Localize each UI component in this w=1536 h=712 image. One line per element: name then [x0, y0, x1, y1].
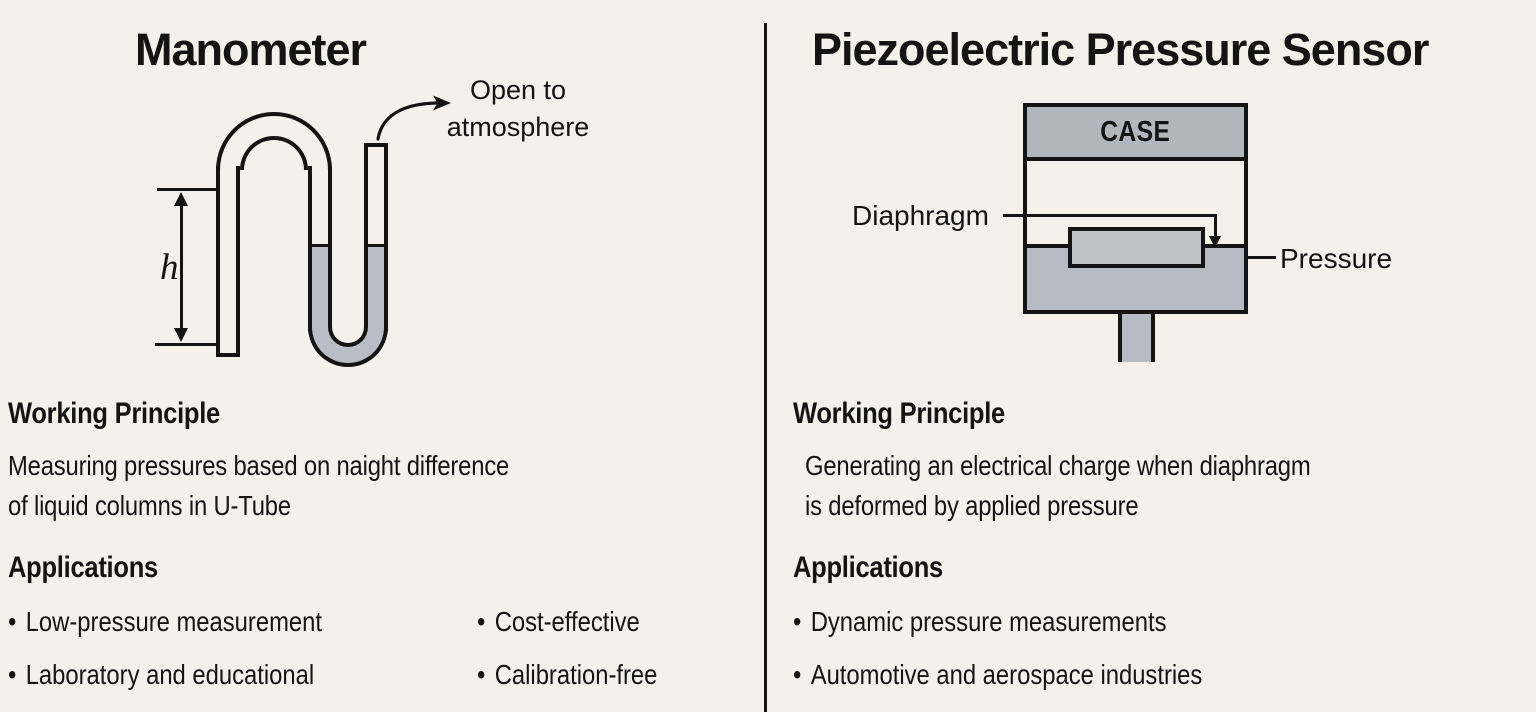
list-item: • Laboratory and educational: [8, 659, 314, 691]
manometer-right-tube-top-cap: [364, 143, 388, 147]
h-dimension-line: [180, 200, 183, 334]
manometer-application-4: Calibration-free: [494, 659, 658, 690]
pressure-leader-line: [1248, 256, 1276, 259]
diaphragm-leader-line-horizontal: [1003, 214, 1217, 217]
list-item: • Automotive and aerospace industries: [793, 659, 1202, 691]
open-to-atmosphere-arrow-icon: [376, 95, 451, 141]
open-to-atmosphere-label: Open to atmosphere: [430, 72, 606, 146]
case-label: CASE: [1100, 115, 1171, 148]
h-reference-line-top: [157, 188, 217, 191]
manometer-applications-heading: Applications: [8, 551, 158, 584]
piezo-case-band: CASE: [1023, 103, 1248, 161]
list-item: • Calibration-free: [477, 659, 657, 691]
manometer-principle-line1: Measuring pressures based on naight diff…: [8, 450, 510, 481]
manometer-working-principle-text: Measuring pressures based on naight diff…: [8, 446, 598, 526]
bullet-dot: •: [793, 659, 802, 690]
manometer-left-tube-outer-wall: [216, 166, 220, 357]
manometer-middle-tube-left-wall: [308, 166, 312, 331]
list-item: • Dynamic pressure measurements: [793, 606, 1166, 638]
manometer-working-principle-heading: Working Principle: [8, 397, 220, 430]
manometer-middle-tube-right-wall: [328, 166, 332, 250]
piezo-sensing-element: [1068, 227, 1205, 268]
piezo-principle-line1: Generating an electrical charge when dia…: [805, 450, 1311, 481]
open-to-line1: Open to: [469, 75, 567, 105]
manometer-right-tube-right-wall: [384, 147, 388, 331]
piezo-application-1: Dynamic pressure measurements: [810, 606, 1167, 637]
manometer-application-1: Low-pressure measurement: [25, 606, 322, 637]
list-item: • Cost-effective: [477, 606, 640, 638]
manometer-principle-line2: of liquid columns in U-Tube: [8, 490, 291, 521]
manometer-liquid-level-line-right: [368, 244, 384, 247]
manometer-u-inner-arc: [328, 246, 368, 347]
manometer-left-tube-inner-wall: [236, 166, 240, 353]
piezo-title: Piezoelectric Pressure Sensor: [812, 24, 1429, 75]
piezo-principle-line2: is deformed by applied pressure: [805, 490, 1139, 521]
manometer-liquid-level-line-middle: [312, 244, 328, 247]
panel-divider: [764, 23, 767, 712]
bullet-dot: •: [793, 606, 802, 637]
manometer-title: Manometer: [135, 24, 367, 75]
diaphragm-label: Diaphragm: [852, 200, 989, 231]
piezo-stem: [1118, 314, 1155, 362]
diaphragm-leader-line-vertical: [1214, 214, 1217, 238]
h-arrow-down-icon: [174, 328, 188, 342]
h-reference-line-bottom: [155, 343, 216, 346]
manometer-left-tube-bottom-cap: [216, 353, 240, 357]
manometer-u-outer-arc: [308, 305, 388, 367]
pressure-label: Pressure: [1280, 243, 1393, 274]
h-arrow-up-icon: [174, 192, 188, 206]
bullet-dot: •: [8, 606, 17, 637]
bullet-dot: •: [477, 606, 486, 637]
list-item: • Low-pressure measurement: [8, 606, 322, 638]
manometer-application-2: Cost-effective: [494, 606, 640, 637]
h-label: h: [160, 247, 179, 288]
piezo-working-principle-text: Generating an electrical charge when dia…: [805, 446, 1400, 526]
piezo-diagram: CASE Diaphragm Pressure: [768, 0, 1536, 400]
open-to-line2: atmosphere: [446, 112, 590, 142]
piezo-applications-heading: Applications: [793, 551, 943, 584]
diaphragm-arrow-down-icon: [1209, 236, 1221, 248]
bullet-dot: •: [8, 659, 17, 690]
manometer-right-tube-left-wall: [364, 147, 368, 250]
piezo-working-principle-heading: Working Principle: [793, 397, 1005, 430]
manometer-application-3: Laboratory and educational: [25, 659, 315, 690]
manometer-diagram: h Open to atmosphere: [0, 0, 768, 400]
bullet-dot: •: [477, 659, 486, 690]
piezo-application-2: Automotive and aerospace industries: [810, 659, 1203, 690]
